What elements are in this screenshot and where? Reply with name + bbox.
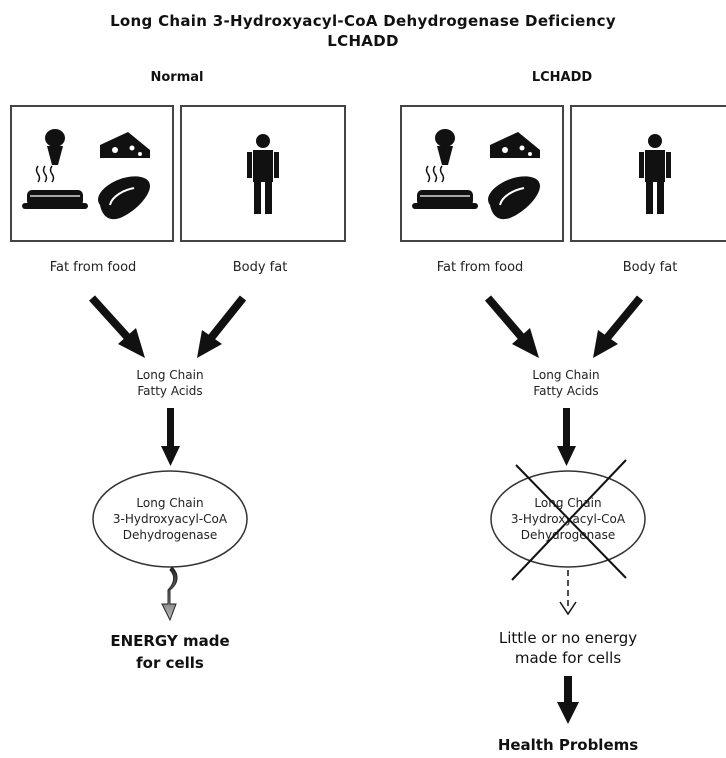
ice-cream-icon xyxy=(45,129,65,165)
normal-fatty-acids: Long Chain Fatty Acids xyxy=(100,367,240,399)
normal-enzyme-label: Long Chain 3-Hydroxyacyl-CoA Dehydrogena… xyxy=(95,495,245,543)
meat-icon xyxy=(488,176,540,220)
lchadd-dashed-arrow xyxy=(559,570,577,616)
normal-enzyme-line2: 3-Hydroxyacyl-CoA xyxy=(112,512,228,526)
normal-fatty-acids-line2: Fatty Acids xyxy=(137,384,203,398)
normal-down-arrow xyxy=(161,408,180,466)
normal-result-line2: for cells xyxy=(136,654,204,672)
lchadd-fatty-acids: Long Chain Fatty Acids xyxy=(496,367,636,399)
normal-enzyme-line3: Dehydrogenase xyxy=(122,528,218,542)
cross-line-a xyxy=(515,464,627,579)
lchadd-bodyfat-arrow xyxy=(593,295,644,358)
normal-food-box xyxy=(10,105,174,242)
lchadd-health-arrow xyxy=(557,676,579,724)
normal-result-line1: ENERGY made xyxy=(110,632,230,650)
lchadd-food-caption: Fat from food xyxy=(436,260,524,275)
cheese-icon xyxy=(490,132,540,158)
normal-enzyme-ellipse xyxy=(92,470,248,568)
normal-enzyme-line1: Long Chain xyxy=(136,496,204,510)
lchadd-bodyfat-caption: Body fat xyxy=(622,260,678,275)
meat-icon xyxy=(98,176,150,220)
lchadd-heading: LCHADD xyxy=(531,70,593,85)
person-icon xyxy=(247,134,279,214)
normal-fatty-acids-line1: Long Chain xyxy=(136,368,204,382)
lchadd-fatty-acids-line2: Fatty Acids xyxy=(533,384,599,398)
normal-result: ENERGY made for cells xyxy=(80,630,260,674)
lchadd-down-arrow xyxy=(557,408,576,466)
normal-food-caption: Fat from food xyxy=(49,260,137,275)
normal-food-arrow xyxy=(89,295,145,358)
lchadd-result-line2: made for cells xyxy=(514,649,622,667)
cross-line-b xyxy=(511,459,627,581)
normal-energy-arrow xyxy=(161,566,178,622)
ice-cream-icon xyxy=(435,129,455,165)
hot-dish-icon xyxy=(22,165,88,209)
diagram-subtitle: LCHADD xyxy=(327,32,399,50)
normal-heading: Normal xyxy=(150,70,204,85)
lchadd-result-line1: Little or no energy xyxy=(498,629,638,647)
lchadd-enzyme-line3: Dehydrogenase xyxy=(520,528,616,542)
normal-bodyfat-caption: Body fat xyxy=(232,260,288,275)
lchadd-food-arrow xyxy=(484,295,539,358)
diagram-title: Long Chain 3-Hydroxyacyl-CoA Dehydrogena… xyxy=(110,12,616,30)
cheese-icon xyxy=(100,132,150,158)
lchadd-fatty-acids-line1: Long Chain xyxy=(532,368,600,382)
person-icon xyxy=(639,134,671,214)
health-problems-label: Health Problems xyxy=(497,736,639,754)
normal-bodyfat-arrow xyxy=(197,295,247,358)
lchadd-enzyme-line1: Long Chain xyxy=(534,496,602,510)
lchadd-result: Little or no energy made for cells xyxy=(468,628,668,668)
hot-dish-icon xyxy=(412,165,478,209)
